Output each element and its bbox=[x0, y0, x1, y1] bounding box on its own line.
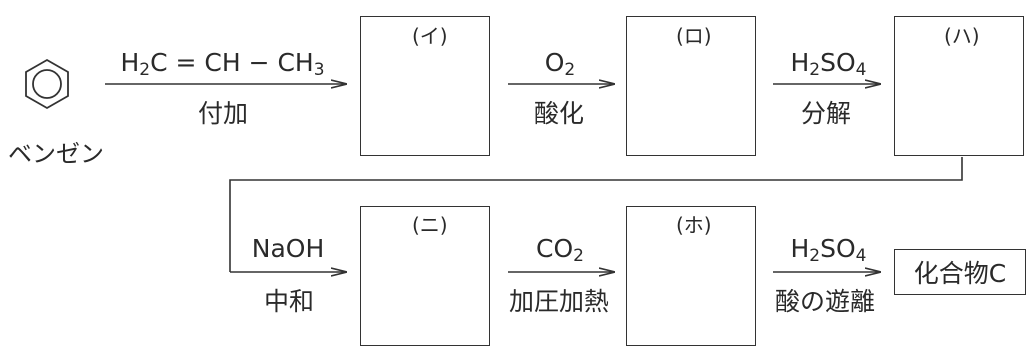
connector-line bbox=[229, 157, 963, 272]
step-5-reagent: CO2 bbox=[536, 234, 584, 266]
benzene-ring-icon bbox=[25, 58, 69, 110]
step-4-reagent: NaOH bbox=[251, 234, 325, 263]
box-ha bbox=[894, 16, 1024, 156]
step-2-condition: 酸化 bbox=[533, 99, 584, 128]
box-ni-label: (ニ) bbox=[412, 213, 448, 237]
step-3-condition: 分解 bbox=[800, 99, 851, 128]
box-ro bbox=[626, 16, 756, 156]
box-ro-label: (ロ) bbox=[676, 24, 712, 48]
step-5-condition: 加圧加熱 bbox=[508, 287, 609, 316]
final-compound: 化合物C bbox=[894, 249, 1026, 295]
start-name: ベンゼン bbox=[8, 140, 104, 168]
box-ni bbox=[360, 206, 490, 346]
box-i bbox=[360, 16, 490, 156]
box-ha-label: (ハ) bbox=[944, 24, 980, 48]
step-3-reagent: H2SO4 bbox=[790, 48, 867, 80]
step-1-reagent: H2C = CH − CH3 bbox=[120, 48, 325, 80]
step-6-condition: 酸の遊離 bbox=[774, 287, 875, 316]
step-4-condition: 中和 bbox=[263, 287, 314, 316]
box-ho bbox=[626, 206, 756, 346]
step-1-condition: 付加 bbox=[197, 99, 248, 128]
step-2-reagent: O2 bbox=[544, 48, 576, 80]
box-ho-label: (ホ) bbox=[676, 213, 712, 237]
step-6-reagent: H2SO4 bbox=[790, 234, 867, 266]
box-i-label: (イ) bbox=[412, 24, 448, 48]
